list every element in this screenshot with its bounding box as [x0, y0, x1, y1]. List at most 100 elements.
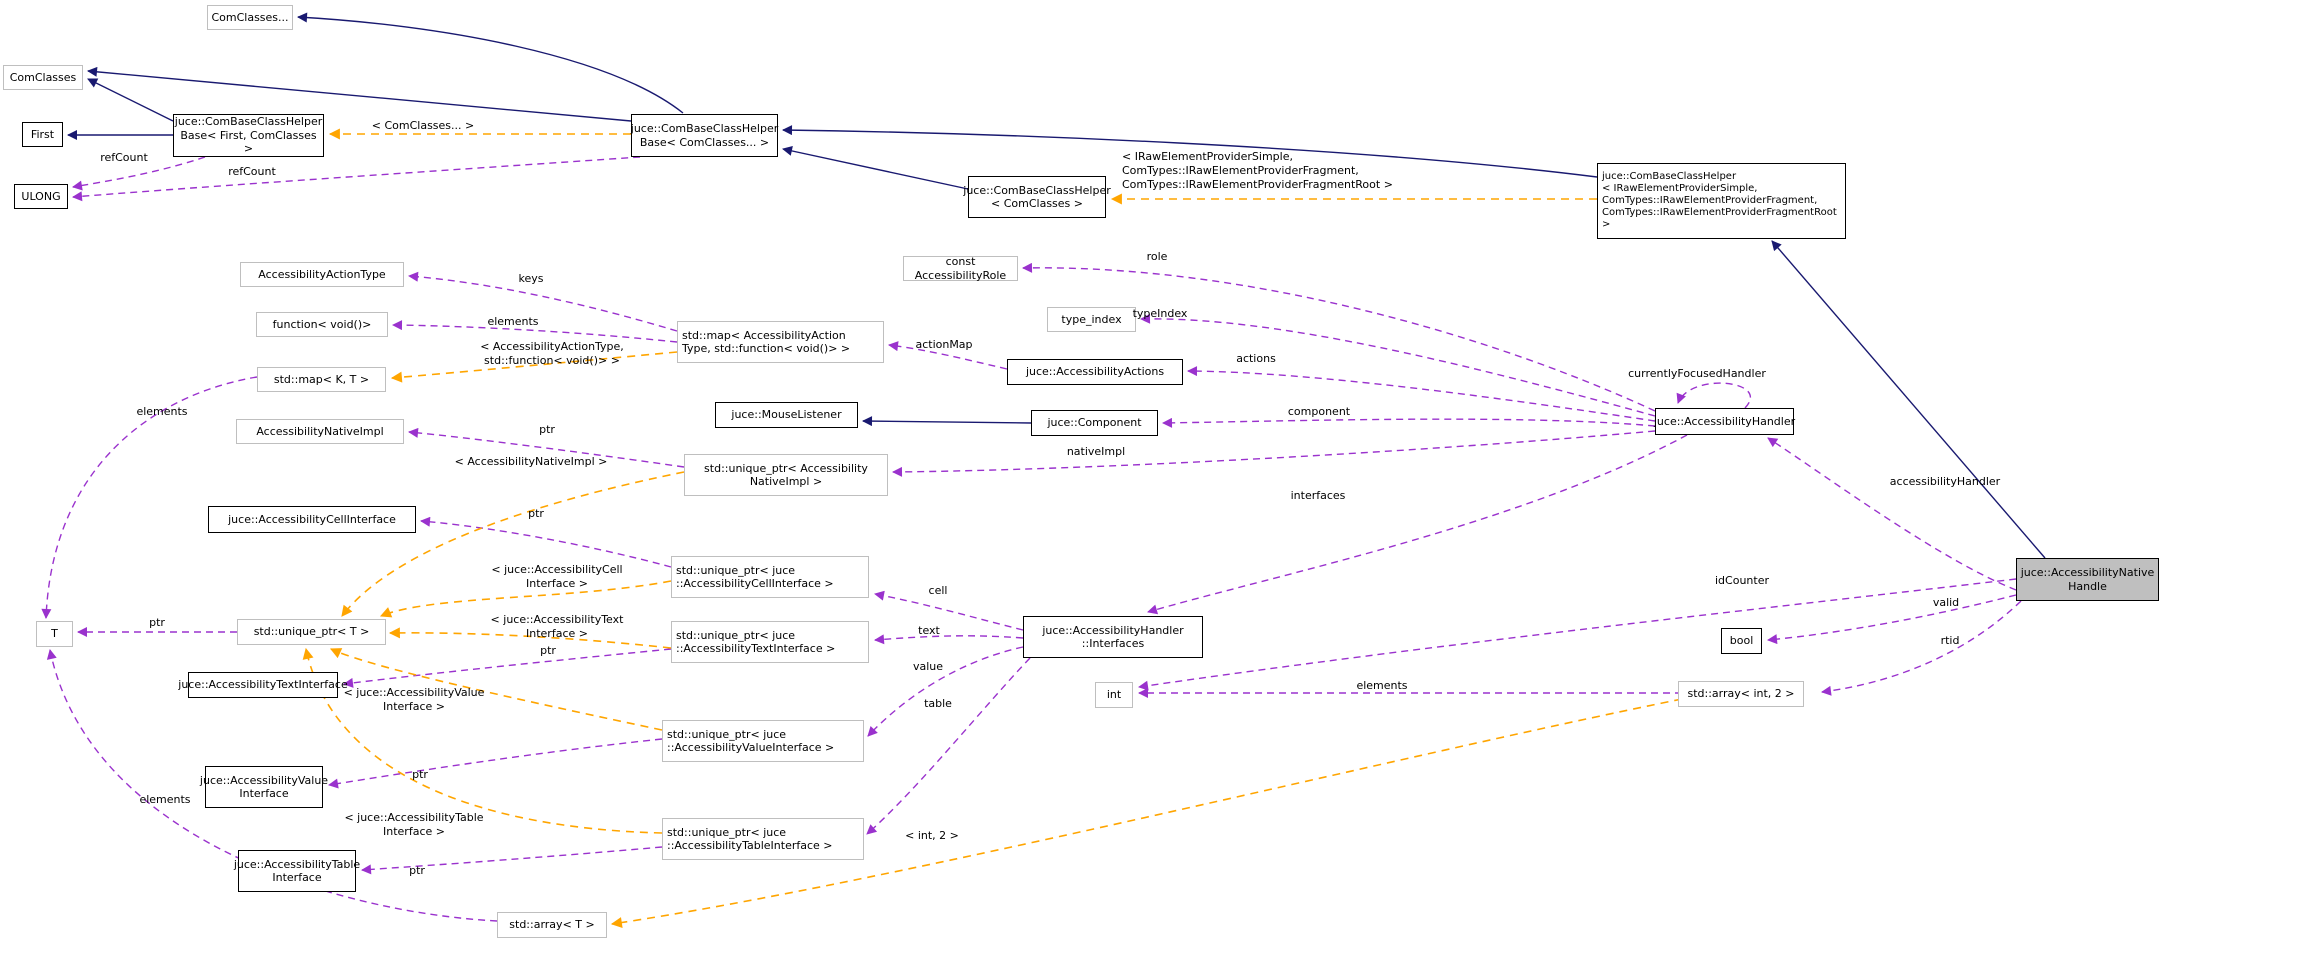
node-comclasses-ellipsis: ComClasses... [207, 5, 293, 30]
edge-use-ptr-uptrvalue-to-valueinterface [328, 738, 663, 789]
node-juce-accessibilitytextinterface[interactable]: juce::AccessibilityTextInterface [178, 672, 348, 698]
node-type-index: type_index [1047, 307, 1136, 332]
edge-label-elements-int: elements [1356, 679, 1408, 692]
edge-label-table: table [924, 697, 952, 710]
edge-label-ptr-table: ptr [409, 864, 425, 877]
edge-use-ptr-uptrnativeimpl-to-nativeimpl [408, 427, 685, 468]
tpl-label-textinterface: < juce::AccessibilityText Interface > [490, 613, 624, 640]
edge-label-elements-function: elements [487, 315, 539, 328]
edge-use-interfaces-handler-to-interfaces [1147, 434, 1688, 615]
edge-inherit-helperiraw-to-variadicbase [782, 125, 1598, 178]
edge-use-keys-map-to-actiontype [408, 271, 678, 332]
tpl-label-int-2: < int, 2 > [905, 829, 959, 842]
edge-label-actionmap: actionMap [915, 338, 973, 351]
node-first[interactable]: First [22, 122, 63, 147]
edge-label-ptr-nativeimpl: ptr [539, 423, 555, 436]
edge-tpl-uptrnativeimpl-to-uptrt [341, 471, 685, 617]
edge-tpl-uptrtext-to-uptrt [388, 627, 672, 649]
node-std-array-t: std::array< T > [497, 912, 607, 938]
node-juce-accessibilitynativehandle-main: juce::AccessibilityNative Handle [2016, 558, 2159, 601]
edge-use-ptr-uptrtable-to-tableinterface [361, 846, 663, 875]
node-juce-accessibilityactions[interactable]: juce::AccessibilityActions [1007, 359, 1183, 385]
node-accessibilitynativeimpl: AccessibilityNativeImpl [236, 419, 404, 444]
edge-label-cell: cell [928, 584, 948, 597]
edge-use-component-handler-to-component [1162, 417, 1656, 428]
node-bool[interactable]: bool [1721, 628, 1762, 654]
tpl-label-tableinterface: < juce::AccessibilityTable Interface > [344, 811, 484, 838]
edge-use-nativeimpl-handler-to-uptrnativeimpl [892, 430, 1656, 477]
edge-label-actions: actions [1236, 352, 1276, 365]
edge-use-ptr-uptrcell-to-cellinterface [420, 516, 672, 568]
edge-tpl-uptrtable-to-uptrt [302, 647, 663, 834]
tpl-label-comclasses: < ComClasses... > [371, 119, 475, 132]
edge-use-refcount-variadicbase-to-ulong [72, 156, 641, 202]
edge-tpl-mapaat-to-mapkt [390, 351, 678, 383]
node-const-accessibilityrole: const AccessibilityRole [903, 255, 1018, 282]
node-juce-accessibilityhandler-interfaces[interactable]: juce::AccessibilityHandler ::Interfaces [1023, 616, 1203, 658]
tpl-label-cellinterface: < juce::AccessibilityCell Interface > [491, 563, 623, 590]
edge-label-component: component [1287, 405, 1351, 418]
edge-label-refcount-2: refCount [228, 165, 276, 178]
node-function-void: function< void()> [256, 312, 388, 337]
edge-label-role: role [1146, 250, 1168, 263]
node-juce-mouselistener[interactable]: juce::MouseListener [715, 402, 858, 428]
edge-label-ptr-value: ptr [412, 768, 428, 781]
edge-use-actionmap-actions-to-map [888, 341, 1008, 370]
edge-use-cell-interfaces-to-uptrcell [874, 590, 1024, 631]
edge-label-typeindex: typeIndex [1132, 307, 1188, 320]
edge-use-valid-main-to-bool [1767, 594, 2017, 645]
edge-label-idcounter: idCounter [1715, 574, 1769, 587]
edge-label-valid: valid [1932, 596, 1960, 609]
edge-use-rtid-main-to-arrayint2 [1821, 600, 2022, 696]
edge-label-ptr-t: ptr [149, 616, 165, 629]
node-juce-accessibilitytableinterface[interactable]: juce::AccessibilityTable Interface [234, 850, 360, 892]
node-std-unique-ptr-accessibilitynativeimpl: std::unique_ptr< Accessibility NativeImp… [684, 454, 888, 496]
node-std-unique-ptr-cellinterface: std::unique_ptr< juce ::AccessibilityCel… [671, 556, 869, 598]
tpl-label-valueinterface: < juce::AccessibilityValue Interface > [343, 686, 485, 713]
node-combaseclasshelper-comclasses[interactable]: juce::ComBaseClassHelper < ComClasses > [963, 176, 1111, 218]
node-t: T [36, 621, 73, 647]
edge-use-currentlyfocusedhandler-selfloop [1676, 382, 1752, 409]
edge-use-ptr-uptrtext-to-textinterface [343, 648, 672, 688]
edge-use-elements-mapkt-to-t [41, 376, 258, 619]
node-juce-component[interactable]: juce::Component [1031, 410, 1158, 436]
edge-use-role-handler-to-role [1022, 262, 1656, 412]
node-juce-accessibilitycellinterface[interactable]: juce::AccessibilityCellInterface [208, 506, 416, 533]
node-juce-accessibilityhandler[interactable]: juce::AccessibilityHandler [1654, 408, 1795, 435]
tpl-label-irawelementprovider: < IRawElementProviderSimple, ComTypes::I… [1122, 150, 1393, 191]
node-std-unique-ptr-tableinterface: std::unique_ptr< juce ::AccessibilityTab… [662, 818, 864, 860]
edge-label-currentlyfocusedhandler: currentlyFocusedHandler [1628, 367, 1766, 380]
node-ulong[interactable]: ULONG [14, 184, 68, 209]
edge-label-ptr-text: ptr [540, 644, 556, 657]
edge-tpl-uptrvalue-to-uptrt [330, 648, 663, 731]
edge-use-refcount-firstbase-to-ulong [72, 156, 206, 191]
edge-inherit-firstbase-to-comclasses [87, 78, 174, 122]
node-combaseclasshelperbase-comclasses-variadic[interactable]: juce::ComBaseClassHelper Base< ComClasse… [631, 114, 778, 157]
edge-use-value-interfaces-to-uptrvalue [867, 646, 1024, 737]
edge-label-nativeimpl: nativeImpl [1066, 445, 1126, 458]
edge-use-accessibilityhandler-main-to-handler [1767, 437, 2017, 591]
edge-label-keys: keys [518, 272, 544, 285]
edge-label-value: value [912, 660, 944, 673]
tpl-label-accessibilityactiontype: < AccessibilityActionType, std::function… [480, 340, 624, 367]
edge-label-rtid: rtid [1940, 634, 1960, 647]
edge-label-ptr-cell: ptr [528, 507, 544, 520]
node-combaseclasshelperbase-first-comclasses[interactable]: juce::ComBaseClassHelper Base< First, Co… [173, 114, 324, 157]
edge-tpl-uptrcell-to-uptrt [379, 580, 672, 618]
node-std-unique-ptr-textinterface: std::unique_ptr< juce ::AccessibilityTex… [671, 621, 869, 663]
node-combaseclasshelper-irawelementprovider[interactable]: juce::ComBaseClassHelper < IRawElementPr… [1597, 163, 1846, 239]
node-std-map-accessibilityactiontype: std::map< AccessibilityAction Type, std:… [677, 321, 884, 363]
node-std-map-kt: std::map< K, T > [257, 367, 386, 392]
node-std-unique-ptr-t: std::unique_ptr< T > [237, 619, 386, 645]
tpl-label-accessibilitynativeimpl: < AccessibilityNativeImpl > [454, 455, 608, 468]
edge-inherit-main-to-helperiraw [1771, 240, 2046, 559]
edge-tpl-arrayint2-to-arrayt [610, 698, 1683, 928]
edge-inherit-variadicbase-to-comclasses-ellipsis [297, 12, 684, 114]
node-juce-accessibilityvalueinterface[interactable]: juce::AccessibilityValue Interface [200, 766, 328, 808]
edge-use-table-interfaces-to-uptrtable [866, 657, 1031, 835]
edge-label-accessibilityhandler: accessibilityHandler [1889, 475, 2001, 488]
edge-use-idcounter-main-to-int [1138, 578, 2017, 691]
edge-label-elements-array-t: elements [139, 793, 191, 806]
